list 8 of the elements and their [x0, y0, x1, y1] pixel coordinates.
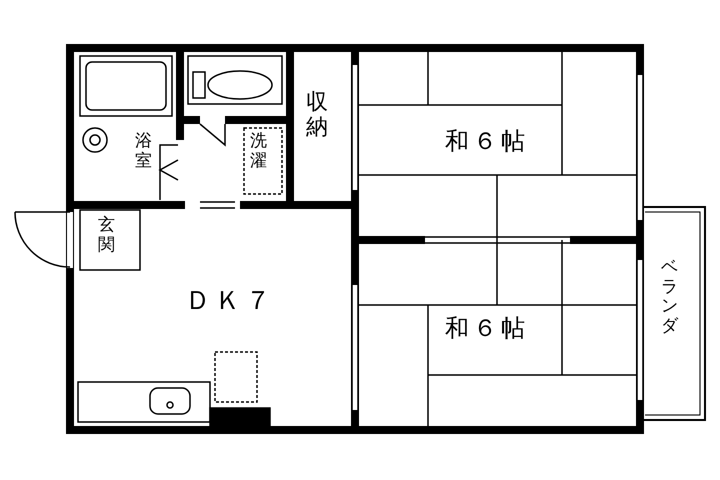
room-label: ＤＫ７ — [185, 287, 275, 316]
room-label: 玄関 — [97, 216, 116, 256]
room-label: 和６帖 — [445, 315, 529, 342]
room-label: 和６帖 — [445, 128, 529, 154]
room-label: 収納 — [305, 90, 329, 141]
room-label: 洗濯 — [249, 132, 268, 172]
room-label: 浴室 — [134, 132, 153, 172]
room-label: ベランダ — [660, 258, 679, 336]
